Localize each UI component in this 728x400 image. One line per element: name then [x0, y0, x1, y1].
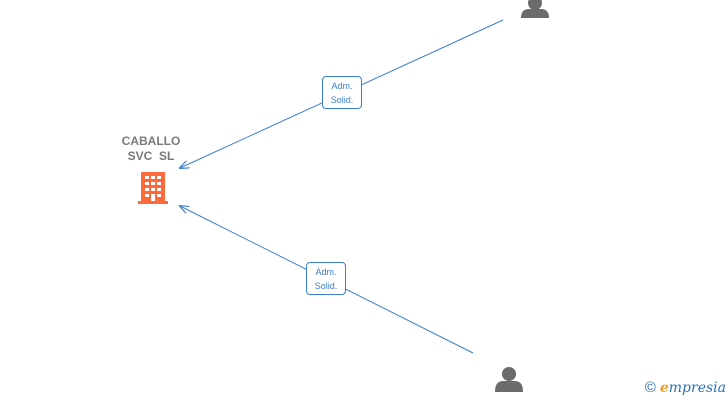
company-name-line2: SVC SL — [127, 149, 175, 163]
person-icon[interactable] — [521, 0, 549, 18]
brand-logo: empresia — [660, 380, 726, 396]
company-name-line1: CABALLO — [121, 134, 181, 148]
person-icon[interactable] — [495, 367, 523, 392]
edge-label-type: Solid. — [314, 281, 338, 291]
company-name[interactable]: CABALLO SVC SL — [106, 134, 196, 164]
brand-rest: mpresia — [668, 380, 726, 396]
edge-label-role: Adm. — [315, 267, 337, 277]
copyright-symbol: © — [644, 379, 656, 396]
watermark: ©empresia — [645, 379, 726, 396]
edge-label-top[interactable]: Adm. Solid. — [322, 76, 362, 109]
building-icon[interactable] — [138, 172, 168, 204]
edge-label-role: Adm. — [331, 81, 353, 91]
brand-initial: e — [659, 380, 669, 396]
edge-label-bottom[interactable]: Adm. Solid. — [306, 262, 346, 295]
edge-label-type: Solid. — [330, 95, 354, 105]
